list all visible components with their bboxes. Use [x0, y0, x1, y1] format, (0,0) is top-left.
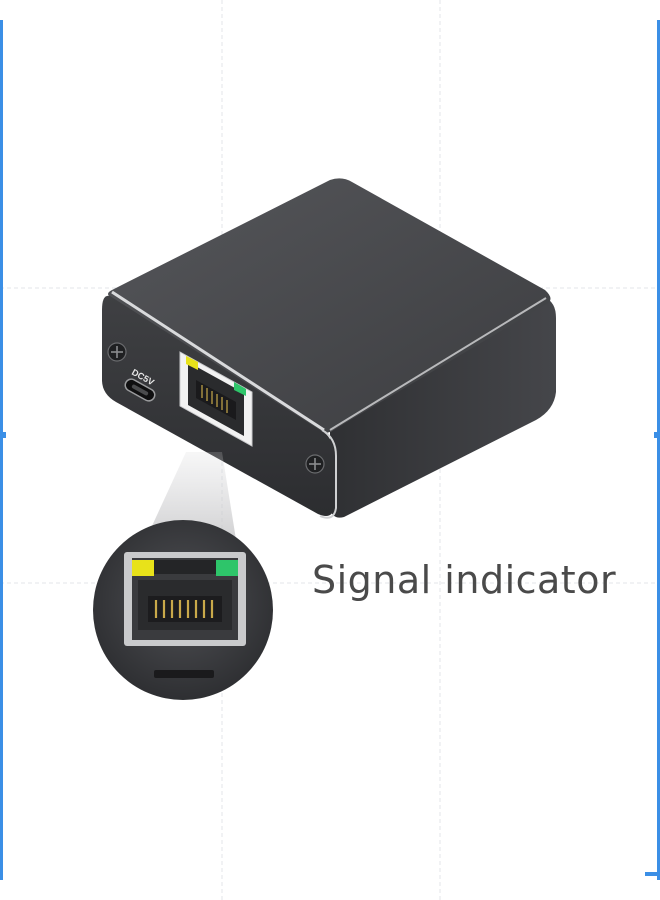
- signal-indicator-label: Signal indicator: [312, 558, 617, 602]
- zoom-callout: [93, 520, 273, 700]
- edge-tick-bottom: [645, 872, 660, 876]
- usb-c-port: [124, 378, 156, 402]
- screw-icon: [305, 454, 325, 474]
- signal-led-green: [216, 560, 238, 576]
- device-side-panel: [330, 298, 556, 518]
- signal-led-yellow: [132, 560, 154, 576]
- device-trim-front: [111, 290, 325, 432]
- edge-tick-right: [654, 432, 660, 438]
- edge-tick-left: [0, 432, 6, 438]
- screw-icon: [107, 342, 127, 362]
- signal-led-green: [234, 382, 246, 396]
- device-bezel: [319, 429, 337, 519]
- signal-led-yellow: [186, 356, 198, 370]
- edge-marker-left: [0, 20, 3, 880]
- rj45-port: [179, 351, 253, 447]
- edge-marker-right: [657, 20, 660, 880]
- device-trim-side: [329, 297, 547, 431]
